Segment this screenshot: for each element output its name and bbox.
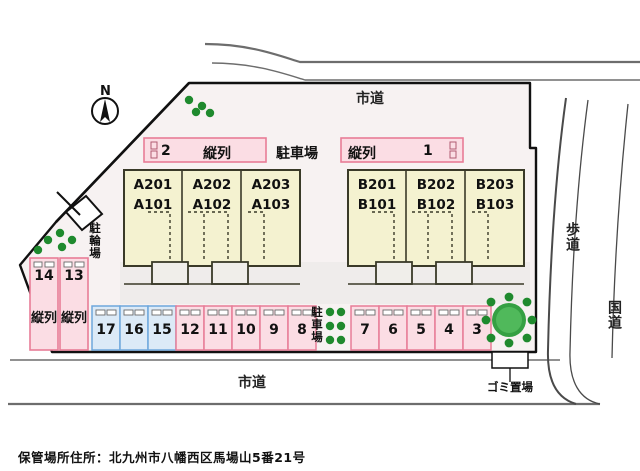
compass-north-label: N	[100, 84, 111, 99]
storage-address-text: 保管場所住所：北九州市八幡西区馬場山5番21号	[18, 450, 306, 465]
stall-group-left-tandem	[29, 257, 89, 351]
road-right-lines	[546, 97, 629, 405]
road-bottom-lines	[8, 359, 600, 406]
unit-b201: B201	[357, 177, 397, 193]
unit-a201: A201	[133, 177, 173, 193]
unit-b103: B103	[475, 197, 515, 213]
stall-16-number: 16	[124, 322, 144, 338]
tandem-header-1-label: 縦列	[348, 146, 376, 162]
unit-b203: B203	[475, 177, 515, 193]
road-label-top: 市道	[356, 91, 384, 107]
tandem-header-1-number: 1	[423, 143, 433, 159]
stall-8-number: 8	[297, 322, 307, 338]
garbage-area-label: ゴミ置場	[487, 380, 533, 394]
parking-header-label: 駐車場	[276, 146, 318, 162]
garbage-area-box	[491, 351, 529, 382]
road-label-bottom: 市道	[238, 375, 266, 391]
stall-13-tandem-label: 縦列	[60, 311, 87, 326]
stall-group-pink-right	[350, 305, 492, 351]
tree-large	[481, 292, 537, 348]
compass-rose	[91, 97, 119, 125]
tandem-header-2-number: 2	[161, 143, 171, 159]
stall-4-number: 4	[444, 322, 454, 338]
tandem-header-box-1	[340, 137, 464, 163]
stall-14-number: 14	[34, 268, 54, 284]
stall-7-number: 7	[360, 322, 370, 338]
stall-14-tandem-label: 縦列	[30, 311, 57, 326]
road-label-sidewalk: 歩道	[564, 222, 580, 252]
bicycle-parking-shape	[56, 191, 104, 232]
stall-5-number: 5	[416, 322, 426, 338]
tandem-header-box-2	[143, 137, 267, 163]
stall-11-number: 11	[208, 322, 228, 338]
stall-group-blue	[91, 305, 177, 351]
stall-12-number: 12	[180, 322, 200, 338]
building-b	[347, 169, 525, 285]
parking-center-label: 駐車場	[310, 306, 324, 344]
stall-6-number: 6	[388, 322, 398, 338]
unit-b202: B202	[416, 177, 456, 193]
stall-group-pink-left	[175, 305, 317, 351]
shrub-dots	[33, 95, 346, 345]
tandem-header-2-label: 縦列	[203, 146, 231, 162]
stall-9-number: 9	[269, 322, 279, 338]
stall-17-number: 17	[96, 322, 116, 338]
unit-b101: B101	[357, 197, 397, 213]
stall-13-number: 13	[64, 268, 84, 284]
unit-a203: A203	[251, 177, 291, 193]
unit-b102: B102	[416, 197, 456, 213]
stall-3-number: 3	[472, 322, 482, 338]
unit-a102: A102	[192, 197, 232, 213]
unit-a101: A101	[133, 197, 173, 213]
bicycle-parking-label: 駐輪場	[88, 222, 102, 260]
building-a	[123, 169, 301, 285]
unit-a103: A103	[251, 197, 291, 213]
road-top-lines	[204, 42, 640, 81]
road-label-highway: 国道	[606, 300, 622, 330]
stall-10-number: 10	[236, 322, 256, 338]
unit-a202: A202	[192, 177, 232, 193]
stall-15-number: 15	[152, 322, 172, 338]
